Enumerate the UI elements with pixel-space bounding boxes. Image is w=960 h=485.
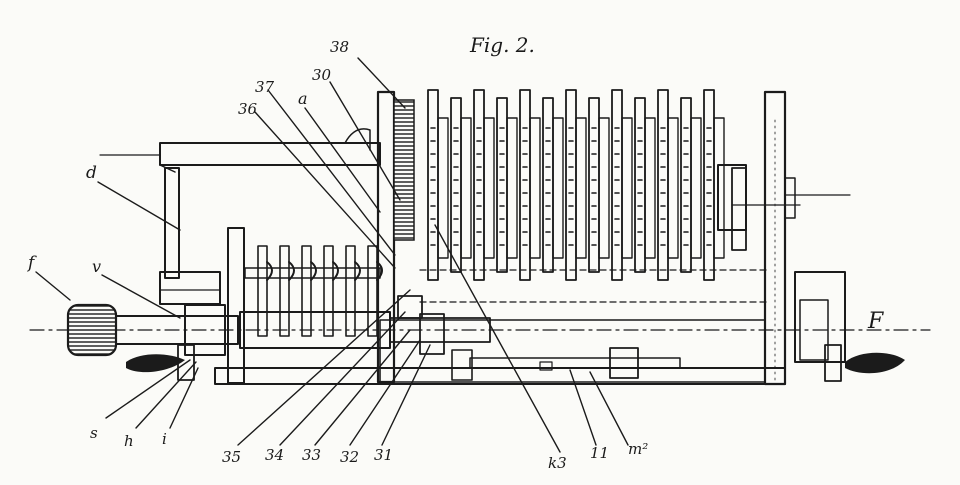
label-m2: m² — [628, 440, 648, 458]
label-f: f — [26, 253, 37, 273]
label-36: 36 — [238, 100, 258, 118]
small-disc — [301, 245, 317, 337]
label-32: 32 — [340, 448, 359, 466]
label-37: 37 — [255, 78, 275, 96]
label-s: s — [90, 424, 98, 442]
small-disc — [279, 245, 295, 337]
label-d: d — [86, 163, 97, 183]
disc — [427, 89, 449, 281]
disc — [496, 97, 518, 273]
left-frame — [159, 167, 221, 305]
label-33: 33 — [302, 446, 321, 464]
main-shaft — [107, 295, 491, 356]
label-11: 11 — [590, 444, 609, 462]
disc — [634, 97, 656, 273]
base-rail — [214, 319, 786, 385]
label-34: 34 — [265, 446, 284, 464]
disc — [657, 89, 679, 281]
upper-rod — [99, 128, 381, 173]
lower-disc-stack — [257, 245, 383, 337]
reference-labels: 38 30 37 36 a d f v F s h i 35 34 33 32 … — [26, 38, 884, 472]
disc-stack — [427, 89, 725, 281]
label-F: F — [867, 309, 884, 334]
disc — [680, 97, 702, 273]
small-disc — [345, 245, 361, 337]
label-30: 30 — [312, 66, 332, 84]
disc — [450, 97, 472, 273]
right-crank-handle — [824, 344, 905, 382]
label-35: 35 — [222, 448, 241, 466]
disc — [473, 89, 495, 281]
figure-title: Fig. 2. — [469, 33, 535, 57]
label-h: h — [124, 432, 134, 450]
right-gear — [717, 164, 801, 251]
small-disc — [257, 245, 273, 337]
label-k3: k3 — [548, 454, 567, 472]
disc — [588, 97, 610, 273]
label-v: v — [92, 257, 101, 276]
disc — [611, 89, 633, 281]
label-31: 31 — [374, 446, 393, 464]
label-38: 38 — [330, 38, 349, 56]
disc — [565, 89, 587, 281]
disc — [542, 97, 564, 273]
label-i: i — [162, 430, 167, 448]
leader-lines — [35, 57, 629, 453]
right-frame — [763, 90, 851, 386]
small-disc — [323, 245, 339, 337]
disc — [519, 89, 541, 281]
label-a: a — [298, 89, 308, 108]
main-left-plate — [376, 90, 415, 384]
left-crank-handle — [126, 344, 195, 381]
lower-bracket — [227, 227, 381, 384]
left-knob — [66, 303, 118, 357]
disc — [703, 89, 725, 281]
